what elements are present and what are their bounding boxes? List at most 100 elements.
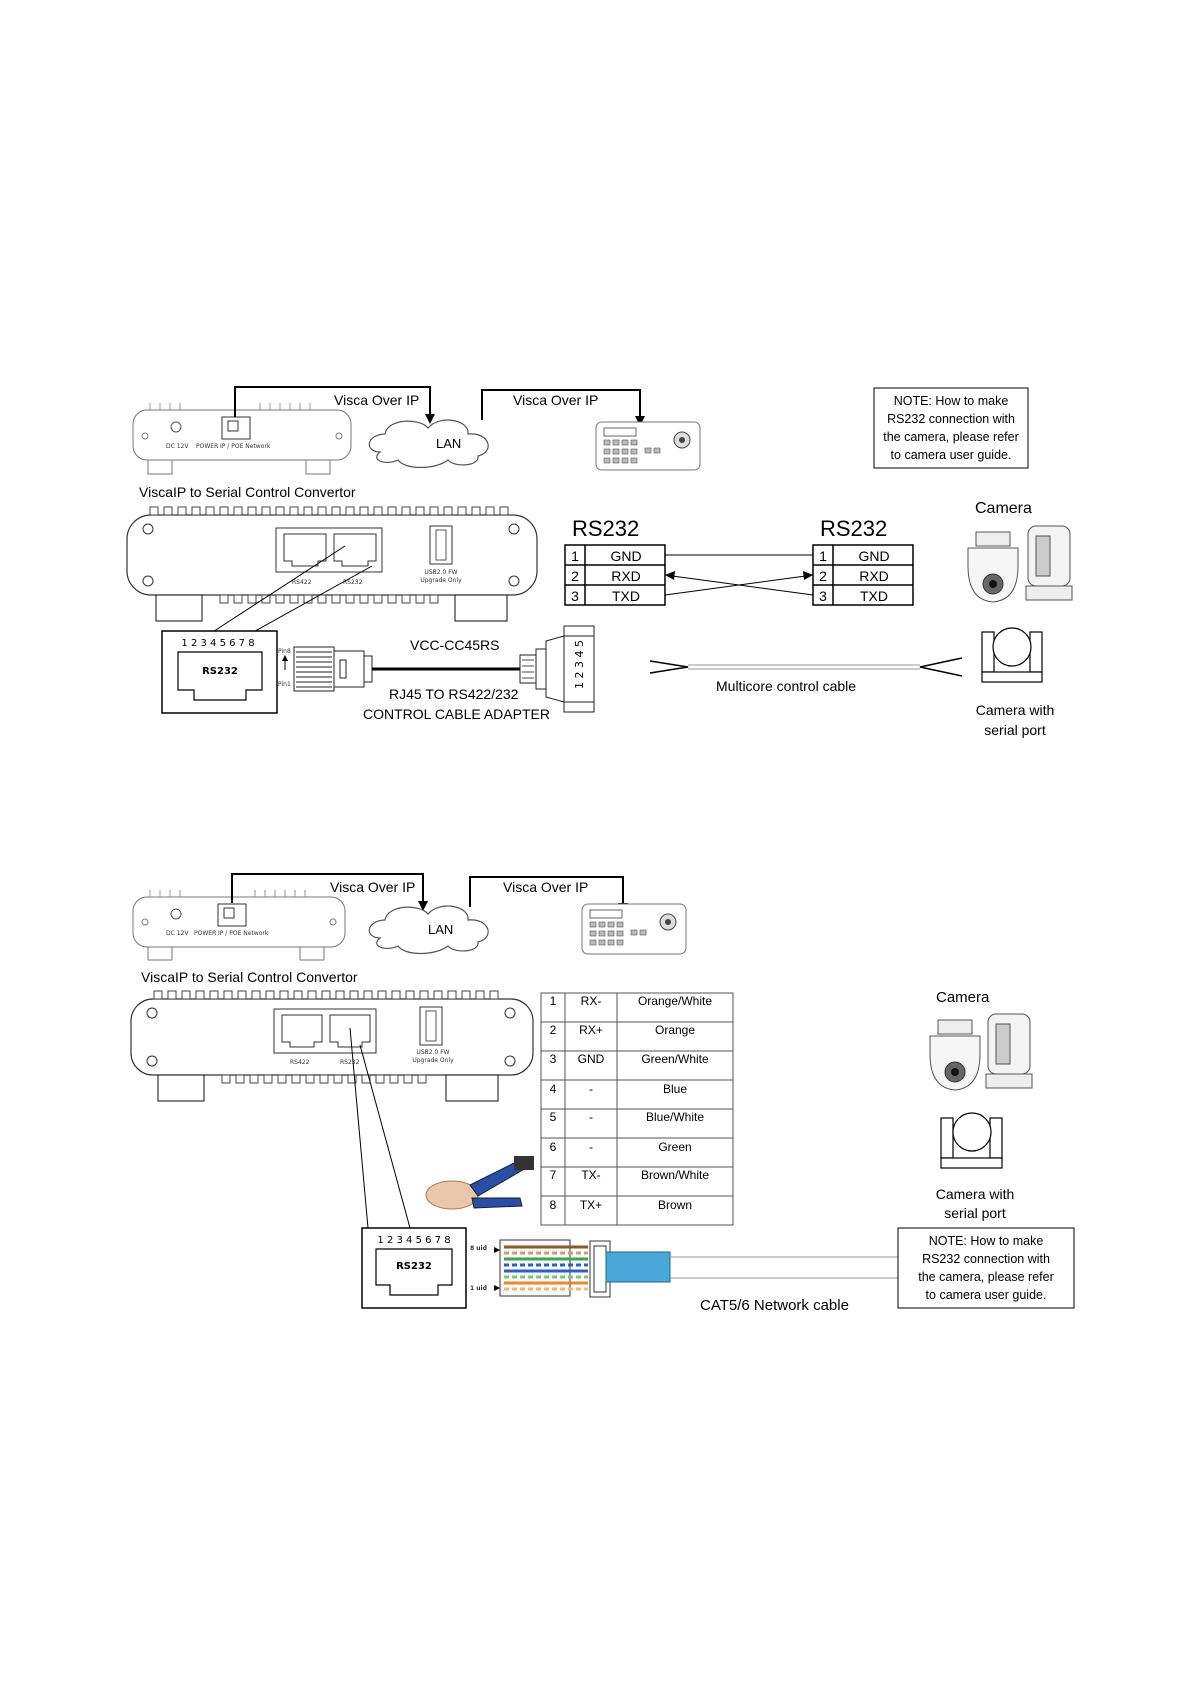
- terminal-block-icon: 1 2 3 4 5: [519, 625, 595, 713]
- note-box-2: NOTE: How to make RS232 connection with …: [897, 1227, 1075, 1309]
- adapter-label-1: RJ45 TO RS422/232: [389, 686, 519, 702]
- svg-text:6: 6: [550, 1140, 557, 1154]
- svg-text:IP / POE Network: IP / POE Network: [218, 930, 269, 937]
- svg-text:GND: GND: [610, 548, 641, 564]
- lan-label: LAN: [436, 436, 461, 451]
- svg-text:-: -: [589, 1082, 593, 1096]
- usb-label-2: Upgrade Only: [420, 577, 462, 584]
- svg-text:RXD: RXD: [859, 568, 889, 584]
- rs232-left-pin-table: 1 GND 2 RXD 3 TXD: [564, 544, 666, 606]
- svg-text:Green: Green: [658, 1140, 691, 1154]
- rj45-plug-icon: Pin8 Pin1: [278, 646, 373, 692]
- converter-title: ViscaIP to Serial Control Convertor: [139, 484, 356, 500]
- svg-text:2: 2: [571, 568, 579, 584]
- visca-arrow-left-2: [231, 873, 424, 905]
- visca-over-ip-right: Visca Over IP: [513, 392, 598, 408]
- svg-text:Pin1: Pin1: [278, 681, 291, 688]
- cat5-cable-jacket: [605, 1251, 671, 1283]
- svg-text:1 2 3 4 5 6 7 8: 1 2 3 4 5 6 7 8: [377, 1235, 450, 1246]
- svg-text:RX+: RX+: [579, 1023, 603, 1037]
- rj45-pin-numbers: 1 2 3 4 5 6 7 8: [181, 638, 254, 649]
- visca-over-ip-left-2: Visca Over IP: [330, 879, 415, 895]
- svg-text:RS232 connection with: RS232 connection with: [887, 412, 1015, 426]
- svg-text:4: 4: [550, 1082, 557, 1096]
- dome-camera-icon: [967, 531, 1019, 603]
- camera-serial-label-2: serial port: [984, 722, 1046, 738]
- camera-label-2: Camera: [936, 989, 990, 1006]
- svg-text:TXD: TXD: [612, 588, 640, 604]
- adapter-label-2: CONTROL CABLE ADAPTER: [363, 706, 550, 722]
- svg-text:3: 3: [819, 588, 827, 604]
- svg-text:Orange: Orange: [655, 1023, 695, 1037]
- dome-camera-icon-2: [929, 1019, 981, 1091]
- visca-over-ip-left: Visca Over IP: [334, 392, 419, 408]
- camera-serial-label-4: serial port: [944, 1205, 1006, 1221]
- lan-cloud-icon-2: LAN: [368, 905, 489, 955]
- svg-text:to camera user guide.: to camera user guide.: [891, 448, 1012, 462]
- svg-text:3: 3: [571, 588, 579, 604]
- svg-text:8 uid: 8 uid: [470, 1245, 487, 1252]
- visca-over-ip-right-2: Visca Over IP: [503, 879, 588, 895]
- svg-text:1: 1: [550, 994, 557, 1008]
- svg-text:RS232 connection with: RS232 connection with: [922, 1252, 1050, 1266]
- network-label: IP / POE Network: [220, 443, 271, 450]
- converter-front-small: DC 12V POWER IP / POE Network: [132, 403, 352, 475]
- ptz-camera-serial-icon: [981, 627, 1043, 683]
- cable-model-label: VCC-CC45RS: [410, 637, 499, 653]
- svg-text:RS422: RS422: [290, 1059, 310, 1066]
- diagram-2-cat5-cable: DC 12V POWER IP / POE Network Visca Over…: [130, 873, 1075, 1314]
- camera-serial-label-3: Camera with: [936, 1186, 1015, 1202]
- svg-text:the camera, please refer: the camera, please refer: [918, 1270, 1054, 1284]
- svg-text:5: 5: [550, 1110, 557, 1124]
- svg-text:POWER: POWER: [194, 930, 216, 937]
- converter-title-2: ViscaIP to Serial Control Convertor: [141, 969, 358, 985]
- crimping-tool-icon: [425, 1156, 534, 1210]
- rj45-plug-wired-icon: 8 uid 1 uid: [470, 1239, 611, 1298]
- svg-text:NOTE: How to make: NOTE: How to make: [894, 394, 1009, 408]
- rs232-crossover-wiring: [664, 554, 814, 596]
- port-rs422-label: RS422: [292, 579, 312, 586]
- visca-arrow-left: [234, 386, 431, 418]
- svg-text:Brown: Brown: [658, 1198, 692, 1212]
- port-rs232-label: RS232: [343, 579, 363, 586]
- camera-label: Camera: [975, 500, 1032, 517]
- svg-text:2: 2: [550, 1023, 557, 1037]
- positioning-camera-icon-2: [985, 1013, 1033, 1089]
- power-label: POWER: [196, 443, 218, 450]
- svg-text:RX-: RX-: [581, 994, 602, 1008]
- camera-serial-label-1: Camera with: [976, 702, 1055, 718]
- svg-text:RS232: RS232: [396, 1261, 432, 1272]
- svg-text:TX+: TX+: [580, 1198, 602, 1212]
- rs232-right-pin-table: 1 GND 2 RXD 3 TXD: [812, 544, 914, 606]
- svg-text:RXD: RXD: [611, 568, 641, 584]
- svg-text:TX-: TX-: [581, 1168, 600, 1182]
- cat5-cable-label: CAT5/6 Network cable: [700, 1297, 849, 1314]
- visca-arrow-right: [481, 389, 641, 420]
- ptz-camera-serial-icon-2: [940, 1112, 1003, 1169]
- svg-text:-: -: [589, 1140, 593, 1154]
- rs232-right-title: RS232: [820, 516, 887, 541]
- lan-label-2: LAN: [428, 922, 453, 937]
- svg-text:the camera, please refer: the camera, please refer: [883, 430, 1019, 444]
- note-box: NOTE: How to make RS232 connection with …: [873, 387, 1029, 469]
- visca-arrow-right-2: [469, 876, 624, 907]
- svg-text:8: 8: [550, 1198, 557, 1212]
- svg-text:to camera user guide.: to camera user guide.: [926, 1288, 1047, 1302]
- svg-text:GND: GND: [858, 548, 889, 564]
- diagram-1-rs232-adapter: DC 12V POWER IP / POE Network Visca Over…: [126, 386, 1073, 738]
- svg-text:Blue/White: Blue/White: [646, 1110, 704, 1124]
- cat5-pin-color-table: 1 RX- Orange/White 2 RX+ Orange 3 GND Gr…: [540, 992, 734, 1226]
- multicore-label: Multicore control cable: [716, 678, 856, 694]
- svg-text:1: 1: [819, 548, 827, 564]
- ptz-controller-icon-2: [581, 903, 687, 955]
- rs232-left-title: RS232: [572, 516, 639, 541]
- svg-text:Green/White: Green/White: [641, 1052, 709, 1066]
- svg-text:1 uid: 1 uid: [470, 1285, 487, 1292]
- svg-text:TXD: TXD: [860, 588, 888, 604]
- rj45-jack-detail-2: 1 2 3 4 5 6 7 8 RS232: [361, 1227, 467, 1309]
- converter-rear-large: RS422 RS232 USB2.0 FW Upgrade Only: [126, 506, 538, 622]
- svg-text:Blue: Blue: [663, 1082, 687, 1096]
- positioning-camera-icon: [1025, 525, 1073, 601]
- ptz-controller-icon: [595, 421, 701, 471]
- dc-12v-label: DC 12V: [166, 443, 189, 450]
